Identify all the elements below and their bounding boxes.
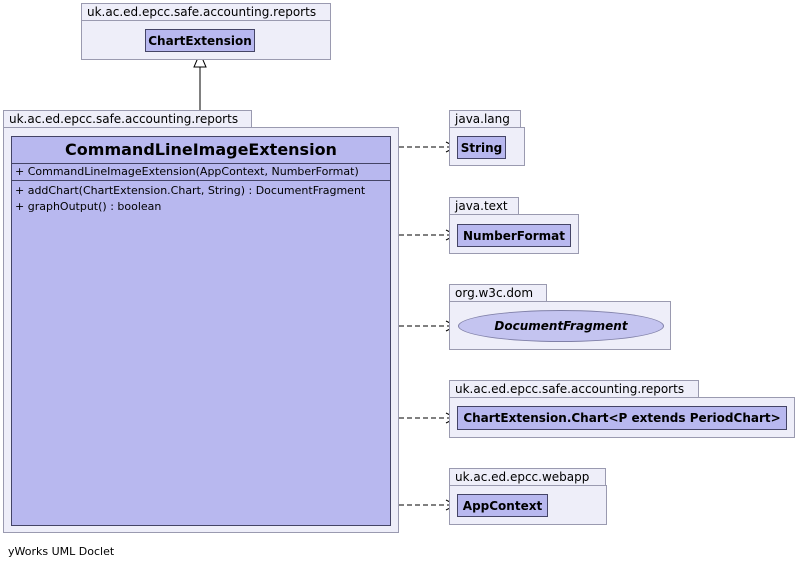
dependency-numberformat [391, 229, 458, 241]
class-appcontext[interactable]: AppContext [457, 494, 548, 517]
package-tab-reports-chart: uk.ac.ed.epcc.safe.accounting.reports [449, 380, 699, 398]
class-string[interactable]: String [457, 136, 506, 159]
package-tab-webapp: uk.ac.ed.epcc.webapp [449, 468, 606, 486]
class-chartextension-chart[interactable]: ChartExtension.Chart<P extends PeriodCha… [457, 406, 787, 430]
package-tab-main: uk.ac.ed.epcc.safe.accounting.reports [3, 110, 252, 128]
package-tab-java-lang: java.lang [449, 110, 521, 128]
class-numberformat[interactable]: NumberFormat [457, 224, 571, 247]
method-list: + addChart(ChartExtension.Chart, String)… [12, 181, 390, 215]
dependency-documentfragment [391, 320, 458, 332]
class-commandlineimageextension[interactable]: CommandLineImageExtension + CommandLineI… [11, 136, 391, 526]
class-name: CommandLineImageExtension [12, 137, 390, 164]
package-tab-java-text: java.text [449, 197, 519, 215]
dependency-chart [391, 412, 458, 424]
method-addchart: + addChart(ChartExtension.Chart, String)… [15, 184, 366, 197]
method-graphoutput: + graphOutput() : boolean [15, 200, 162, 213]
dependency-appcontext [391, 499, 458, 511]
constructor: + CommandLineImageExtension(AppContext, … [12, 164, 390, 181]
inheritance-arrowhead [193, 51, 207, 68]
package-tab-org-w3c-dom: org.w3c.dom [449, 284, 547, 302]
dependency-string [391, 141, 458, 153]
class-chartextension[interactable]: ChartExtension [145, 29, 255, 52]
footer-credit: yWorks UML Doclet [8, 545, 115, 558]
interface-documentfragment[interactable]: DocumentFragment [458, 310, 664, 342]
package-tab-superclass: uk.ac.ed.epcc.safe.accounting.reports [81, 3, 331, 21]
